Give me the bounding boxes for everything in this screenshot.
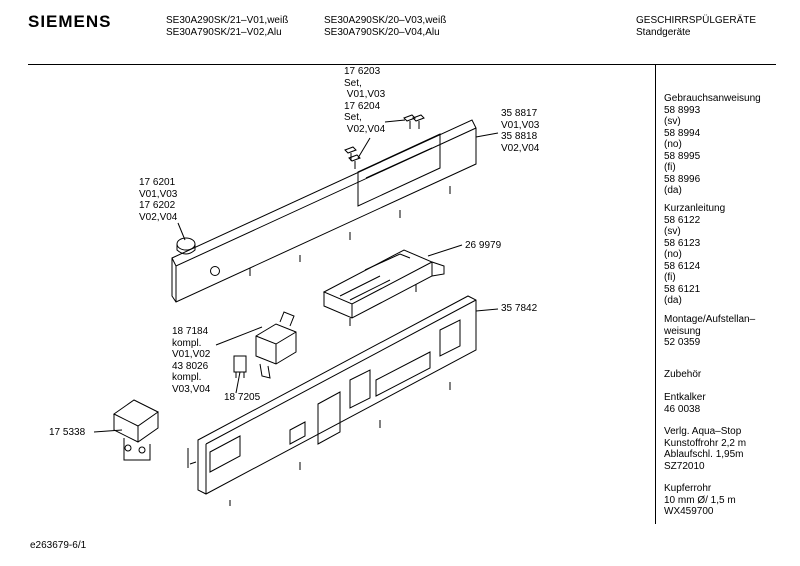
- leader-175338: [93, 429, 123, 433]
- sidebar-copper-pipe: Kupferrohr 10 mm Ø/ 1,5 m WX459700: [664, 483, 736, 517]
- callout-269979: 26 9979: [465, 240, 502, 251]
- relay: [113, 399, 159, 461]
- sidebar-descaler: Entkalker 46 0038: [664, 392, 706, 415]
- sidebar-installation: Montage/Aufstellan– weisung 52 0359: [664, 314, 756, 348]
- brand-logo: SIEMENS: [28, 12, 112, 31]
- sidebar-accessories: Zubehör: [664, 369, 702, 380]
- leader-176204: [384, 119, 406, 123]
- callout-187184: 18 7184 kompl. V01,V02 43 8026 kompl. V0…: [172, 326, 211, 395]
- document-id: e263679-6/1: [30, 540, 87, 551]
- capacitor: [233, 355, 247, 378]
- control-panel: [171, 119, 477, 303]
- leader-357842: [475, 308, 499, 312]
- leader-176203: [357, 137, 371, 159]
- selector-knob: [176, 237, 196, 255]
- appliance-category: GESCHIRRSPÜLGERÄTE Standgeräte: [636, 15, 757, 38]
- callout-175338: 17 5338: [49, 427, 86, 438]
- callout-357842: 35 7842: [501, 303, 538, 314]
- callout-187205: 18 7205: [224, 392, 261, 403]
- screw-set: [344, 114, 425, 169]
- sidebar-aquastop: Verlg. Aqua–Stop Kunstoffrohr 2,2 m Abla…: [664, 426, 747, 472]
- sidebar-short-guide: Kurzanleitung 58 6122 (sv) 58 6123 (no) …: [664, 203, 726, 306]
- model-list-1: SE30A290SK/21–V01,weiß SE30A790SK/21–V02…: [166, 15, 289, 38]
- leader-358817: [475, 132, 499, 138]
- callout-176201: 17 6201 V01,V03 17 6202 V02,V04: [139, 177, 178, 223]
- callout-176203: 17 6203 Set, V01,V03 17 6204 Set, V02,V0…: [344, 66, 386, 135]
- sidebar-user-manual: Gebrauchsanweisung 58 8993 (sv) 58 8994 …: [664, 93, 761, 196]
- leader-269979: [427, 244, 463, 257]
- model-list-2: SE30A290SK/20–V03,weiß SE30A790SK/20–V04…: [324, 15, 447, 38]
- callout-358817: 35 8817 V01,V03 35 8818 V02,V04: [501, 108, 540, 154]
- circuit-board: [187, 295, 477, 506]
- leader-187184: [215, 326, 263, 346]
- leader-187205: [235, 371, 241, 394]
- door-switch: [255, 311, 297, 379]
- programme-module: [322, 249, 445, 326]
- header-divider: [28, 64, 776, 65]
- leader-176201: [177, 222, 186, 241]
- sidebar-divider: [655, 64, 656, 524]
